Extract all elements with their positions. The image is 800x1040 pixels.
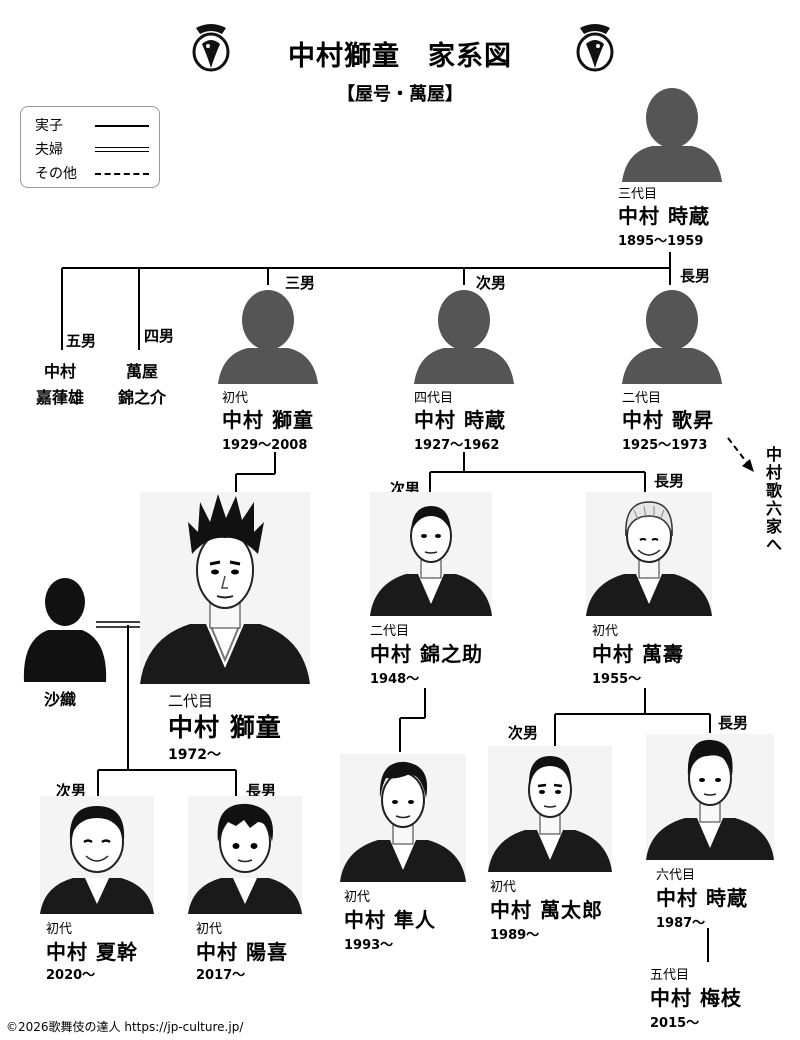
generation-label: 二代目 bbox=[622, 391, 662, 406]
generation-label: 二代目 bbox=[168, 692, 214, 710]
person-years: 1989〜 bbox=[490, 928, 540, 943]
legend-line-dashed bbox=[95, 173, 149, 175]
page-subtitle: 【屋号・萬屋】 bbox=[337, 84, 463, 105]
generation-label: 四代目 bbox=[414, 391, 454, 406]
legend-line-double bbox=[95, 147, 149, 152]
relation-label: 長男 bbox=[654, 472, 685, 490]
person-name: 中村 陽喜 bbox=[196, 940, 288, 964]
silhouette-avatar bbox=[20, 570, 110, 682]
silhouette-avatar bbox=[622, 288, 722, 384]
generation-label: 五代目 bbox=[650, 968, 690, 983]
family-crest-icon bbox=[572, 22, 618, 74]
generation-label: 初代 bbox=[196, 922, 223, 937]
generation-label: 初代 bbox=[490, 880, 517, 895]
person-years: 2020〜 bbox=[46, 968, 96, 983]
generation-label: 三代目 bbox=[618, 187, 658, 202]
person-name: 中村 時蔵 bbox=[414, 408, 506, 432]
person-years: 1955〜 bbox=[592, 672, 642, 687]
relation-label: 次男 bbox=[476, 274, 507, 292]
person-given-name: 嘉葎雄 bbox=[35, 388, 84, 407]
person-years: 2015〜 bbox=[650, 1016, 700, 1031]
relation-label: 三男 bbox=[285, 274, 316, 292]
relation-label: 長男 bbox=[246, 782, 277, 800]
person-family-name: 中村 bbox=[43, 362, 76, 381]
portrait-hayato bbox=[340, 754, 466, 882]
portrait-shido2 bbox=[140, 492, 310, 684]
person-years: 2017〜 bbox=[196, 968, 246, 983]
person-years: 1987〜 bbox=[656, 916, 706, 931]
legend-line-solid bbox=[95, 125, 149, 127]
person-name: 中村 時蔵 bbox=[618, 204, 710, 228]
legend: 実子 夫婦 その他 bbox=[20, 106, 160, 188]
silhouette-avatar bbox=[218, 288, 318, 384]
person-years: 1927〜1962 bbox=[414, 438, 500, 453]
person-name: 中村 隼人 bbox=[344, 908, 436, 932]
person-years: 1895〜1959 bbox=[618, 234, 704, 249]
person-name: 中村 獅童 bbox=[168, 713, 282, 742]
relation-label: 長男 bbox=[680, 267, 711, 285]
portrait-manju1 bbox=[586, 492, 712, 616]
person-name: 中村 梅枝 bbox=[650, 986, 742, 1010]
person-name: 中村 萬太郎 bbox=[490, 898, 603, 922]
person-years: 1948〜 bbox=[370, 672, 420, 687]
relation-label: 長男 bbox=[718, 714, 749, 732]
generation-label: 二代目 bbox=[370, 624, 410, 639]
generation-label: 初代 bbox=[344, 890, 371, 905]
person-name: 沙織 bbox=[43, 690, 76, 709]
person-name: 中村 獅童 bbox=[222, 408, 314, 432]
legend-label-solid: 実子 bbox=[35, 118, 63, 134]
relation-label: 四男 bbox=[144, 327, 175, 345]
silhouette-avatar bbox=[414, 288, 514, 384]
person-family-name: 萬屋 bbox=[125, 362, 158, 381]
generation-label: 初代 bbox=[592, 624, 619, 639]
person-years: 1993〜 bbox=[344, 938, 394, 953]
person-years: 1929〜2008 bbox=[222, 438, 308, 453]
person-name: 中村 時蔵 bbox=[656, 886, 748, 910]
legend-label-dashed: その他 bbox=[35, 166, 77, 182]
silhouette-avatar bbox=[622, 86, 722, 182]
person-name: 中村 夏幹 bbox=[46, 940, 138, 964]
portrait-tokizo6 bbox=[646, 734, 774, 860]
generation-label: 初代 bbox=[222, 391, 249, 406]
family-crest-icon bbox=[188, 22, 234, 74]
person-years: 1925〜1973 bbox=[622, 438, 708, 453]
person-name: 中村 錦之助 bbox=[370, 642, 483, 666]
relation-label: 次男 bbox=[508, 724, 539, 742]
portrait-mantaro bbox=[488, 746, 612, 872]
person-years: 1972〜 bbox=[168, 747, 221, 763]
relation-label: 次男 bbox=[56, 782, 87, 800]
legend-label-double: 夫婦 bbox=[35, 142, 63, 158]
relation-label: 五男 bbox=[66, 332, 97, 350]
generation-label: 六代目 bbox=[656, 868, 696, 883]
person-given-name: 錦之介 bbox=[117, 388, 166, 407]
page-title: 中村獅童 家系図 bbox=[288, 41, 512, 72]
portrait-yoshiki bbox=[188, 796, 302, 914]
person-name: 中村 歌昇 bbox=[622, 408, 714, 432]
portrait-natsuki bbox=[40, 796, 154, 914]
portrait-kinnosuke2 bbox=[370, 492, 492, 616]
copyright-text: ©2026歌舞伎の達人 https://jp-culture.jp/ bbox=[6, 1020, 244, 1034]
generation-label: 初代 bbox=[46, 922, 73, 937]
branch-note: 中村歌六家へ bbox=[763, 446, 782, 554]
person-name: 中村 萬壽 bbox=[592, 642, 684, 666]
